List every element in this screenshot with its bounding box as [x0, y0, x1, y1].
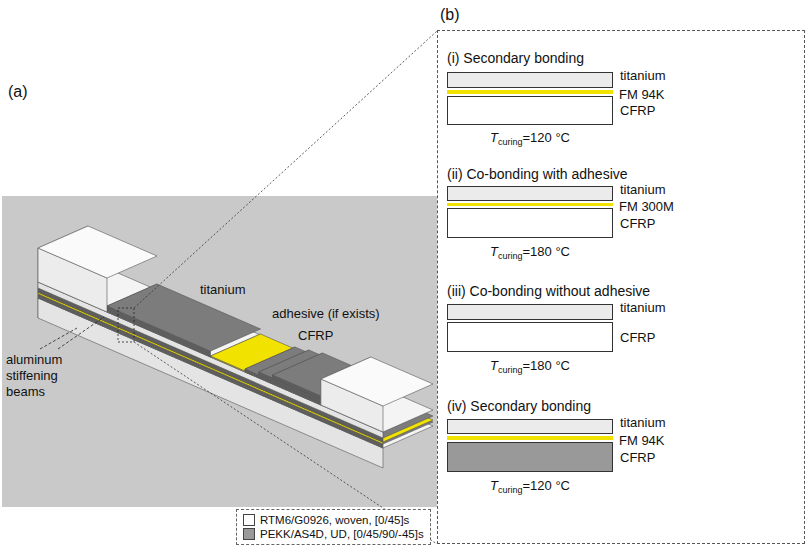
- adhesive-layer: FM 300M: [447, 203, 613, 206]
- temperature-subscript: curing: [498, 485, 523, 495]
- temperature-symbol: T: [490, 244, 498, 259]
- label-group: Tcuring=180 °C: [490, 244, 570, 264]
- titanium-layer: titanium: [447, 419, 613, 434]
- legend-row: PEKK/AS4D, UD, [0/45/90/-45]s: [243, 527, 424, 541]
- temperature-symbol: T: [490, 130, 498, 145]
- label-group: Tcuring=120 °C: [490, 130, 570, 150]
- legend-swatch: [243, 514, 255, 526]
- specimen-drawing: [38, 226, 433, 468]
- layer-label: titanium: [620, 183, 666, 197]
- case-title: (i) Secondary bonding: [447, 50, 584, 66]
- temperature-subscript: curing: [498, 137, 523, 147]
- layer-label: titanium: [620, 69, 666, 83]
- layer-label: CFRP: [620, 217, 655, 231]
- legend-row: RTM6/G0926, woven, [0/45]s: [243, 513, 424, 527]
- layer-label: FM 94K: [619, 88, 665, 102]
- solid-face: [38, 282, 383, 438]
- temperature-value: =180 °C: [522, 244, 569, 259]
- label-group: Tcuring=120 °C: [490, 478, 570, 498]
- layer-label: FM 94K: [619, 434, 665, 448]
- label-group: (iii) Co-bonding without adhesive: [447, 283, 650, 300]
- label-group: adhesive (if exists): [272, 306, 380, 322]
- titanium-layer: titanium: [447, 72, 613, 88]
- case-title: (iv) Secondary bonding: [447, 398, 591, 414]
- temperature-value: =120 °C: [522, 130, 569, 145]
- part-label: aluminum stiffening beams: [6, 352, 62, 399]
- legend-swatch: [243, 528, 255, 540]
- temperature-subscript: curing: [498, 365, 523, 375]
- layer-label: titanium: [620, 301, 666, 315]
- legend-text: PEKK/AS4D, UD, [0/45/90/-45]s: [260, 528, 424, 540]
- part-label: titanium: [200, 282, 246, 297]
- solid-face: [38, 226, 157, 278]
- part-label: CFRP: [298, 328, 333, 343]
- titanium-layer: titanium: [447, 304, 613, 320]
- temperature-symbol: T: [490, 478, 498, 493]
- label-group: CFRP: [298, 328, 333, 344]
- legend-box: RTM6/G0926, woven, [0/45]sPEKK/AS4D, UD,…: [236, 509, 431, 545]
- layer-label: titanium: [620, 416, 666, 430]
- temperature-value: =120 °C: [522, 478, 569, 493]
- detail-leader: [134, 31, 437, 308]
- label-group: aluminum stiffening beams: [6, 352, 86, 400]
- layer-label: CFRP: [620, 104, 655, 118]
- solid-face: [321, 357, 433, 406]
- temperature-symbol: T: [490, 358, 498, 373]
- legend-text: RTM6/G0926, woven, [0/45]s: [260, 514, 409, 526]
- case-title: (ii) Co-bonding with adhesive: [447, 166, 628, 182]
- layer-label: FM 300M: [619, 200, 674, 214]
- label-group: (ii) Co-bonding with adhesive: [447, 166, 628, 183]
- label-group: (iv) Secondary bonding: [447, 398, 591, 415]
- titanium-layer: titanium: [447, 186, 613, 201]
- cfrp-layer: CFRP: [447, 96, 613, 125]
- adhesive-layer: FM 94K: [447, 90, 613, 94]
- solid-part: [321, 357, 433, 432]
- adhesive-layer: FM 94K: [447, 436, 613, 440]
- leader-line: [40, 328, 77, 349]
- label-group: (i) Secondary bonding: [447, 50, 584, 67]
- cfrp-layer: CFRP: [447, 322, 613, 352]
- part-label: adhesive (if exists): [272, 306, 380, 321]
- panel-letter: (a): [8, 83, 28, 100]
- background-panel: [2, 196, 437, 507]
- solid-part: [38, 226, 157, 312]
- temperature-value: =180 °C: [522, 358, 569, 373]
- panel-letter: (b): [440, 5, 460, 25]
- temperature-subscript: curing: [498, 251, 523, 261]
- label-group: Tcuring=180 °C: [490, 358, 570, 378]
- detail-leader: [134, 342, 437, 544]
- cfrp-layer: CFRP: [447, 442, 613, 472]
- case-title: (iii) Co-bonding without adhesive: [447, 283, 650, 299]
- cfrp-layer: CFRP: [447, 208, 613, 238]
- detail-box: [118, 308, 134, 342]
- layer-label: CFRP: [620, 451, 655, 465]
- layer-label: CFRP: [620, 331, 655, 345]
- leader-line: [58, 317, 104, 349]
- label-group: titanium: [200, 282, 246, 298]
- label-group: (a): [8, 82, 28, 101]
